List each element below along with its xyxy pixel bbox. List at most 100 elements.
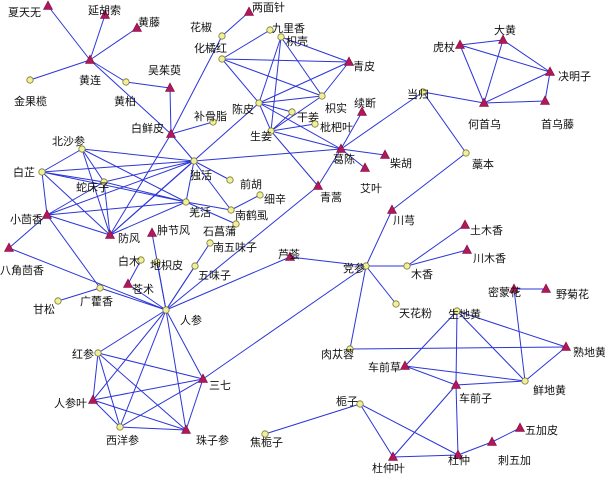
node-qianghuo: 羌活 xyxy=(182,198,211,219)
node-roucongrong: 肉苁蓉 xyxy=(321,345,354,361)
edge-huajuhong-chenpi xyxy=(221,58,260,104)
node-shouwuteng: 首乌藤 xyxy=(540,95,574,131)
edge-zhiqiao-zhishi xyxy=(280,36,323,97)
node-cangzhu: 苍术 xyxy=(123,278,154,296)
edge-zhiqiao-shengjiang xyxy=(270,36,282,132)
node-label: 杜仲 xyxy=(448,453,470,467)
edge-shengjiang-pipaye xyxy=(270,123,316,132)
node-label: 葛陈 xyxy=(333,152,355,166)
node-zhizi: 栀子 xyxy=(336,394,364,408)
node-hongshen: 红参 xyxy=(72,347,102,361)
node-ganjiang: 干姜 xyxy=(288,108,319,124)
node-marker-circle xyxy=(78,145,86,153)
node-marker-triangle xyxy=(515,422,525,432)
edge-baixianpi-duhuo xyxy=(170,133,195,162)
edge-cheqianzi-cheqiancao xyxy=(404,365,457,386)
node-marker-triangle xyxy=(451,379,461,389)
node-marker-circle xyxy=(116,423,124,431)
edge-sanqi-dangshen xyxy=(202,265,367,380)
node-marker-triangle xyxy=(123,278,133,288)
node-label: 人参 xyxy=(180,313,202,327)
node-marker-triangle xyxy=(387,204,397,214)
node-huzhang: 虎杖 xyxy=(433,39,465,54)
edge-baizhi-fangfeng xyxy=(41,171,111,236)
node-marker-circle xyxy=(453,307,461,315)
node-renshenye: 人参叶 xyxy=(54,394,98,410)
node-marker-circle xyxy=(191,262,199,270)
node-label: 九里香 xyxy=(272,22,305,35)
edge-renshen-hongshen xyxy=(97,309,167,354)
node-duhuo: 独活 xyxy=(190,157,212,182)
node-label: 化橘红 xyxy=(194,41,227,55)
node-jiulixiang: 九里香 xyxy=(266,22,305,35)
node-marker-triangle xyxy=(561,341,571,351)
node-marker-circle xyxy=(218,55,226,63)
node-label: 三七 xyxy=(209,379,231,392)
node-nanhese: 南鹤虱 xyxy=(227,206,268,222)
node-label: 细辛 xyxy=(264,192,286,206)
node-marker-triangle xyxy=(43,0,53,10)
node-marker-triangle xyxy=(198,373,208,383)
node-marker-triangle xyxy=(336,143,346,153)
node-marker-triangle xyxy=(244,6,254,16)
edge-renshenye-zhuzishen xyxy=(92,399,187,431)
edge-baimu-cangzhu xyxy=(127,259,142,285)
node-label: 西洋参 xyxy=(106,433,139,447)
edge-zhiqiao-qingpi xyxy=(280,36,350,63)
node-marker-circle xyxy=(232,220,240,228)
edge-duhuo-qianghuo xyxy=(185,160,195,203)
node-marker-circle xyxy=(288,108,296,116)
edge-xiaohuixiang-guanghuoxiang xyxy=(46,214,101,289)
edge-zhizi-duzhongye xyxy=(359,403,394,458)
node-label: 青蒿 xyxy=(320,191,342,204)
node-label: 当归 xyxy=(407,87,429,101)
node-marker-circle xyxy=(226,176,234,184)
node-marker-triangle xyxy=(498,34,508,44)
node-label: 黄连 xyxy=(79,73,101,87)
node-wuzhuyu: 吴茱萸 xyxy=(148,64,181,92)
node-shengjiang: 生姜 xyxy=(250,127,275,143)
edge-huanglian-jinguolan xyxy=(29,59,91,81)
edge-huanglian-huangbai xyxy=(89,59,127,83)
edge-luhui-dangshen xyxy=(289,256,367,267)
node-marker-circle xyxy=(162,306,170,314)
node-marker-triangle xyxy=(388,451,398,461)
edge-renshen-sanqi xyxy=(165,309,204,380)
node-duzhongye: 杜仲叶 xyxy=(372,451,405,475)
node-mimenghua: 密蒙花 xyxy=(488,283,521,299)
edge-renshen-xiyangshen xyxy=(119,309,167,428)
node-beishashen: 北沙参 xyxy=(52,134,86,153)
node-label: 何首乌 xyxy=(468,117,501,131)
node-dangshen: 党参 xyxy=(343,261,370,275)
node-label: 北沙参 xyxy=(52,134,85,148)
edge-danggui-heshouwu xyxy=(422,91,485,104)
edge-layer xyxy=(8,5,567,458)
node-gegen: 葛陈 xyxy=(333,143,355,166)
edge-cheqianzi-duzhong xyxy=(455,384,459,456)
edge-zhuzishen-sanqi xyxy=(185,378,204,431)
node-nanwuweizi: 南五味子 xyxy=(206,239,257,254)
node-label: 虎杖 xyxy=(433,40,455,54)
node-label: 黄柏 xyxy=(114,94,136,108)
node-label: 苍术 xyxy=(132,283,154,296)
node-marker-triangle xyxy=(313,180,323,190)
edge-dahuang-juemingzi xyxy=(502,39,551,73)
edge-cheqianzi-xiandihuang xyxy=(455,380,526,386)
node-label: 南五味子 xyxy=(213,241,257,254)
edge-shengjiang-ganjiang xyxy=(270,111,293,132)
node-label: 陈皮 xyxy=(232,102,254,116)
edge-shengdihuang-cheqianzi xyxy=(455,310,458,386)
edge-chenpi-ganjiang xyxy=(258,102,293,113)
node-buguzhi: 补骨脂 xyxy=(194,109,227,126)
edge-xiyangshen-sanqi xyxy=(119,378,204,428)
node-marker-circle xyxy=(209,118,217,126)
node-marker-circle xyxy=(54,297,62,305)
node-marker-triangle xyxy=(285,251,295,261)
edge-wuweizi-renshen xyxy=(165,265,196,311)
node-marker-triangle xyxy=(541,283,551,293)
edge-shengdihuang-xiandihuang xyxy=(456,310,526,382)
node-label: 小茴香 xyxy=(10,213,43,226)
node-marker-circle xyxy=(403,262,411,270)
node-label: 首乌藤 xyxy=(541,117,574,131)
